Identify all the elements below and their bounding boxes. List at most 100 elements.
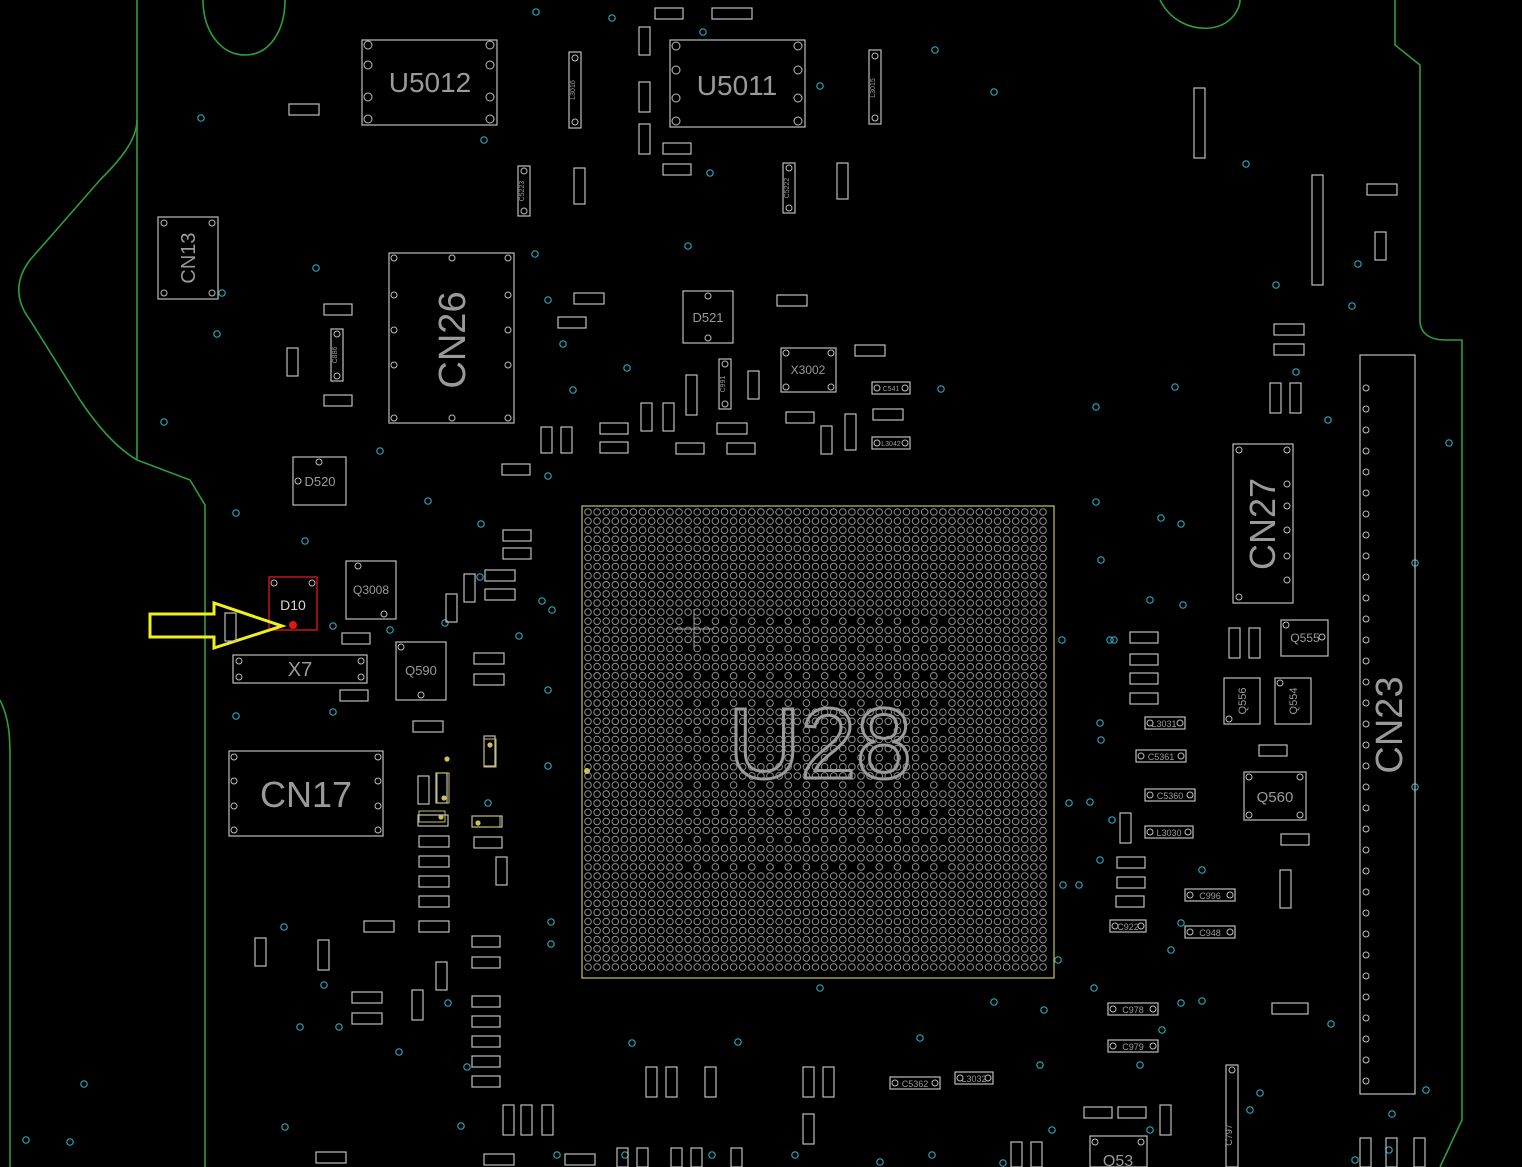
c886-part[interactable]: C886 — [330, 328, 344, 382]
q590-part[interactable]: Q590 — [395, 641, 447, 701]
bga-ball — [611, 926, 620, 935]
bga-ball — [848, 963, 856, 971]
bga-ball — [711, 699, 720, 707]
bga-ball — [666, 844, 674, 853]
bga-ball — [811, 935, 820, 944]
q556-part[interactable]: Q556 — [1223, 677, 1261, 725]
bga-ball — [766, 935, 774, 944]
u28-bga-part[interactable]: U28 — [581, 505, 1055, 979]
bga-ball — [793, 917, 802, 926]
cn27-part[interactable]: CN27 — [1232, 443, 1294, 604]
bga-ball — [820, 954, 829, 962]
bga-ball — [775, 544, 783, 553]
bga-ball — [584, 590, 592, 598]
c979-part[interactable]: C979 — [1107, 1039, 1159, 1053]
bga-ball — [629, 863, 638, 871]
c5223-part[interactable]: C5223 — [517, 165, 531, 217]
bga-ball — [957, 581, 965, 589]
bga-ball — [738, 690, 747, 698]
x3002-part[interactable]: X3002 — [780, 347, 837, 393]
bga-ball — [1030, 899, 1038, 908]
cn23-part[interactable]: CN23 — [1359, 354, 1416, 1095]
l3016-part[interactable]: L3016 — [568, 51, 582, 129]
bga-ball — [1002, 526, 1011, 535]
bga-ball — [1021, 926, 1029, 935]
bga-ball — [802, 599, 811, 607]
cn17-part[interactable]: CN17 — [228, 750, 384, 837]
smd-footprint — [776, 294, 808, 307]
bga-ball — [693, 744, 702, 753]
bga-ball — [638, 963, 647, 971]
bga-ball — [593, 854, 601, 862]
bga-ball — [647, 544, 656, 553]
bga-ball — [702, 917, 711, 926]
bga-ball — [748, 726, 756, 735]
l3042-part[interactable]: L3042 — [871, 436, 911, 450]
bga-ball — [993, 571, 1002, 580]
d10-pin-marker[interactable] — [289, 621, 297, 629]
c5360-part[interactable]: C5360 — [1144, 788, 1196, 802]
bga-ball — [939, 653, 947, 662]
bga-ball — [902, 526, 911, 535]
u5012-label: U5012 — [389, 67, 472, 98]
u5011-part[interactable]: U5011 — [669, 39, 806, 128]
l3015-part[interactable]: L3015 — [868, 49, 882, 125]
c797-part[interactable]: C797 — [1224, 1064, 1239, 1167]
via — [937, 385, 945, 393]
l3031-part[interactable]: L3031 — [1144, 716, 1186, 730]
c922-part[interactable]: C922 — [1109, 919, 1147, 933]
via — [1108, 816, 1116, 824]
bga-ball — [939, 963, 947, 971]
bga-ball — [911, 917, 920, 926]
bga-ball — [666, 872, 674, 880]
bga-ball — [738, 817, 747, 826]
bga-ball — [1011, 945, 1020, 953]
c541-part[interactable]: C541 — [871, 381, 911, 395]
c996-part[interactable]: C996 — [1184, 888, 1236, 902]
c5362-part[interactable]: C5362 — [889, 1076, 941, 1090]
cn13-part[interactable]: CN13 — [157, 216, 219, 300]
bga-ball — [966, 672, 975, 680]
bga-ball — [875, 835, 884, 844]
bga-ball — [857, 835, 865, 844]
bga-ball — [820, 681, 829, 689]
q555-part[interactable]: Q555 — [1280, 619, 1329, 657]
c5361-part[interactable]: C5361 — [1135, 749, 1187, 763]
q560-part[interactable]: Q560 — [1243, 771, 1307, 821]
bga-ball — [966, 954, 975, 962]
bga-ball — [839, 781, 847, 789]
bga-ball — [675, 835, 683, 844]
bga-ball — [839, 690, 847, 698]
bga-ball — [593, 517, 601, 525]
bga-ball — [620, 744, 629, 753]
bga-ball — [647, 890, 656, 899]
l3032-part[interactable]: L3032 — [954, 1071, 994, 1085]
q554-part[interactable]: Q554 — [1274, 677, 1312, 725]
q53-part[interactable]: Q53 — [1089, 1135, 1148, 1167]
d10-part-highlighted[interactable]: D10 — [268, 576, 318, 631]
bga-ball — [666, 899, 674, 908]
bga-ball — [638, 735, 647, 744]
bga-ball — [866, 553, 874, 562]
bga-ball — [611, 735, 620, 744]
bga-ball — [784, 653, 793, 662]
c991-part[interactable]: C991 — [718, 358, 732, 410]
l3030-part[interactable]: L3030 — [1144, 825, 1194, 839]
bga-ball — [757, 590, 765, 598]
bga-ball — [966, 835, 975, 844]
d521-part[interactable]: D521 — [682, 290, 734, 344]
bga-ball — [620, 890, 629, 899]
bga-ball — [593, 881, 601, 889]
c948-part[interactable]: C948 — [1184, 925, 1236, 939]
q3008-part[interactable]: Q3008 — [345, 560, 397, 620]
d520-part[interactable]: D520 — [292, 456, 347, 506]
cn26-part[interactable]: CN26 — [388, 252, 515, 424]
bga-ball — [1030, 954, 1038, 962]
x7-part[interactable]: X7 — [232, 654, 368, 684]
bga-ball — [930, 926, 938, 935]
u5012-part[interactable]: U5012 — [361, 39, 498, 126]
c5222-part[interactable]: C5222 — [782, 162, 796, 214]
c978-part[interactable]: C978 — [1107, 1002, 1159, 1016]
bga-ball — [1039, 772, 1047, 780]
